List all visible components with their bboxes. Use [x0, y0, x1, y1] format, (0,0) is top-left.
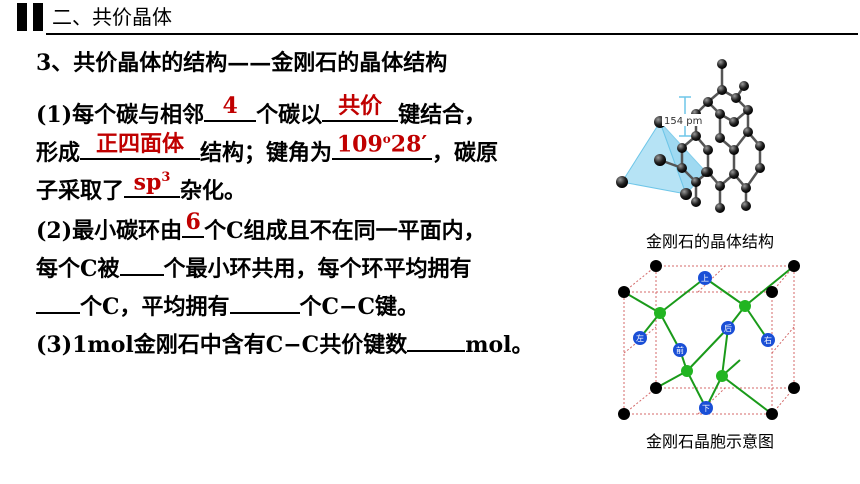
text: 子采取了	[36, 178, 125, 204]
face-label-top: 上	[701, 274, 709, 283]
answer-part: 109	[336, 131, 383, 157]
text: 键结合，	[398, 102, 487, 128]
text: 结构；键角为	[200, 140, 333, 166]
answer-blank: 109o28′	[332, 132, 433, 160]
diamond-structure-figure: 154 pm	[616, 59, 765, 213]
text: (3)1mol金刚石中含有C−C共价键数	[36, 332, 408, 358]
answer-blank: 4	[204, 93, 257, 122]
q1-line1: (1)每个碳与相邻 4 个碳以共价键结合，	[36, 93, 487, 130]
answer-blank	[229, 288, 300, 314]
answer-blank	[407, 326, 466, 352]
text: mol。	[465, 332, 534, 358]
answer-superscript: 3	[161, 169, 171, 185]
bond-length-label: 154 pm	[664, 116, 702, 127]
answer-text: sp3	[124, 166, 180, 194]
answer-blank	[36, 288, 80, 314]
figure1-caption: 金刚石的晶体结构	[645, 232, 774, 251]
q3-line: (3)1mol金刚石中含有C−C共价键数 mol。	[36, 326, 534, 360]
text: 每个C被	[36, 256, 120, 282]
answer-blank: 共价	[322, 93, 399, 122]
text: ，碳原	[432, 140, 499, 166]
header-divider	[46, 33, 858, 35]
answer-blank: 正四面体	[80, 131, 201, 160]
text: 个最小环共用，每个环平均拥有	[163, 256, 472, 282]
figure2-caption: 金刚石晶胞示意图	[645, 432, 774, 451]
answer-text: 共价	[338, 93, 383, 119]
section-header: 二、共价晶体	[0, 0, 860, 35]
answer-part: 28′	[390, 131, 428, 157]
text: 杂化。	[180, 178, 247, 204]
face-label-front: 前	[676, 345, 684, 355]
text: 个C−C键。	[299, 294, 419, 320]
answer-blank: 6	[182, 209, 205, 238]
q2-line2: 每个C被 个最小环共用，每个环平均拥有	[36, 250, 472, 284]
section-title: 二、共价晶体	[52, 5, 172, 29]
text: (2)最小碳环由	[36, 218, 183, 244]
header-bar	[33, 3, 43, 31]
answer-part: sp	[133, 169, 162, 195]
header-bar	[17, 3, 27, 31]
face-label-right: 右	[764, 335, 772, 345]
text: 形成	[36, 140, 81, 166]
answer-text: 正四面体	[96, 131, 185, 157]
answer-text: 6	[185, 209, 201, 235]
text: (1)每个碳与相邻	[36, 102, 205, 128]
answer-text: 4	[222, 93, 238, 119]
unit-cell-figure: 上 后 左 前 右 下	[618, 260, 800, 420]
heading: 3、共价晶体的结构——金刚石的晶体结构	[36, 50, 448, 76]
q2-line3: 个C，平均拥有 个C−C键。	[36, 288, 419, 322]
text: 个C组成且不在同一平面内，	[204, 218, 486, 244]
face-label-back: 后	[724, 323, 732, 333]
face-label-left: 左	[636, 333, 644, 343]
answer-superscript: o	[382, 131, 391, 146]
answer-text: 109o28′	[332, 127, 432, 156]
answer-blank	[119, 250, 164, 276]
text: 个碳以	[256, 102, 323, 128]
text: 个C，平均拥有	[80, 294, 230, 320]
face-label-bottom: 下	[702, 404, 710, 413]
answer-blank: sp3	[124, 170, 181, 198]
